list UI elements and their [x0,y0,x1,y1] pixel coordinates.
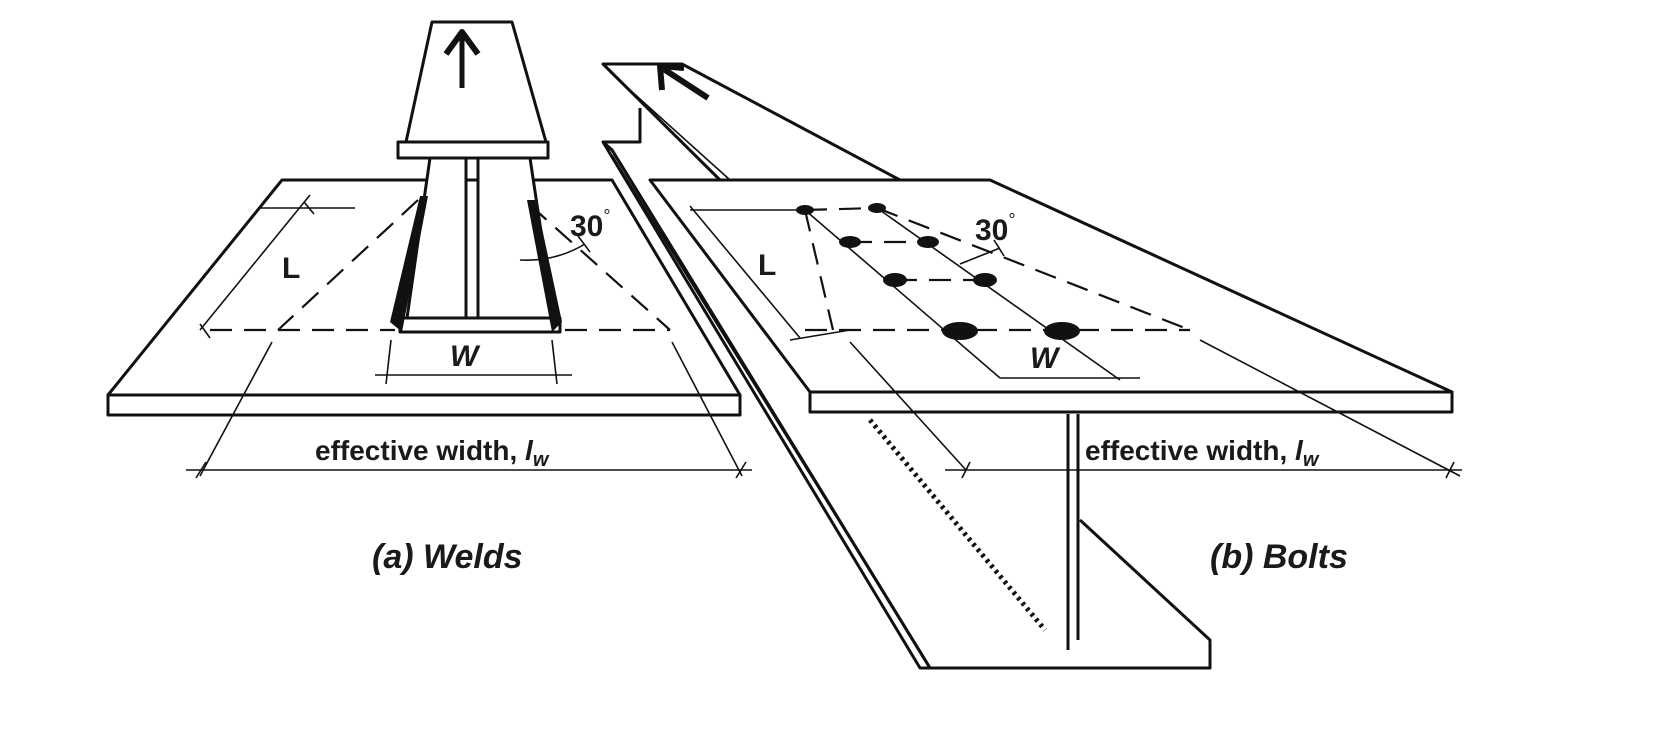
angle-30deg: 30° [519,206,611,261]
caption-a: (a) Welds [372,538,523,576]
angle-30deg-b: 30° [959,210,1016,265]
dimension-W: W [375,339,572,385]
bolt-lines [804,207,1121,381]
bolt [1044,322,1080,340]
tension-beam [601,62,1212,670]
dimension-L: L [199,194,355,339]
panel-a-welds: L W 30° effective width, lw (a) Welds [106,20,752,576]
gusset-plate-b [648,178,1454,414]
up-arrow-icon-b [657,63,710,101]
bolt-holes [796,203,1080,340]
angle-label: 30° [570,206,611,243]
width-label: W [450,340,481,373]
length-label-b: L [758,249,776,282]
width-label-b: W [1030,342,1061,375]
up-arrow-icon [443,29,481,88]
length-label: L [282,252,300,285]
effective-width-label-b: effective width, lw [1085,435,1320,471]
effective-width-dimension-b: effective width, lw [945,339,1462,479]
weld-beads [390,196,562,332]
dimension-L-b: L [689,205,851,341]
bolt [868,203,886,213]
dimension-W-b: W [849,341,1140,471]
bolt [796,205,814,215]
bolt [942,322,978,340]
bolt [917,236,939,248]
spread-lines-30deg [210,199,671,332]
spread-lines-30deg-b [803,206,1191,332]
angle-label-b: 30° [975,210,1016,247]
panel-b-bolts: L W 30° effective width, lw (b) Bolts [601,62,1462,670]
effective-width-label: effective width, lw [315,435,550,471]
bolt [973,273,997,287]
tension-member [396,20,562,334]
caption-b: (b) Bolts [1210,538,1348,576]
effective-width-dimension: effective width, lw [186,341,752,479]
bolt [883,273,907,287]
bolt [839,236,861,248]
